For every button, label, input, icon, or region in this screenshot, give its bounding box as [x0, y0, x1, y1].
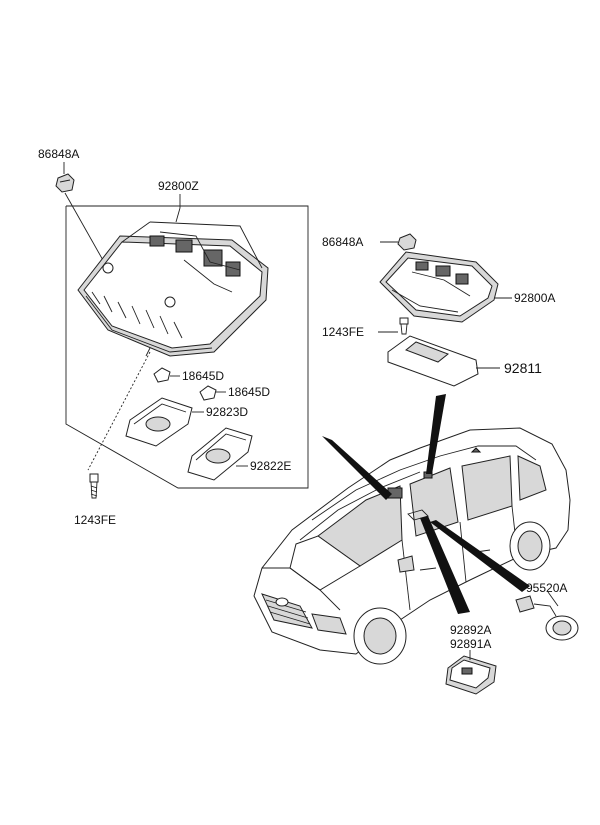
overhead-console-left [77, 194, 269, 471]
label-bulb-a: 18645D [182, 369, 224, 383]
overhead-console-right [379, 251, 512, 323]
screw-right [378, 317, 409, 335]
label-clip-left: 86848A [38, 147, 79, 161]
clip-right [380, 233, 417, 251]
label-lens-e: 92822E [250, 459, 291, 473]
bulb-b [199, 385, 226, 401]
label-lens-d: 92823D [206, 405, 248, 419]
room-lamp-92811 [387, 335, 500, 387]
clip-left [55, 162, 105, 263]
rear-lamp-95520a [515, 591, 579, 641]
label-console-left: 92800Z [158, 179, 199, 193]
label-bulb-b: 18645D [228, 385, 270, 399]
label-screw-left: 1243FE [74, 513, 116, 527]
lens-92823d [125, 397, 204, 447]
bulb-a [153, 367, 180, 383]
label-room-lamp: 92811 [504, 360, 542, 376]
label-door-lamp-b: 92891A [450, 637, 491, 651]
leader-wedges [322, 394, 530, 614]
label-door-lamp-a: 92892A [450, 623, 491, 637]
lens-92822e [187, 427, 253, 481]
label-screw-right: 1243FE [322, 325, 364, 339]
label-rear-lamp: 95520A [526, 581, 567, 595]
label-console-right: 92800A [514, 291, 555, 305]
screw-left [89, 473, 99, 499]
label-clip-right: 86848A [322, 235, 363, 249]
car-illustration [253, 427, 571, 665]
group-frame-left [65, 205, 309, 489]
door-lamp [445, 650, 497, 695]
